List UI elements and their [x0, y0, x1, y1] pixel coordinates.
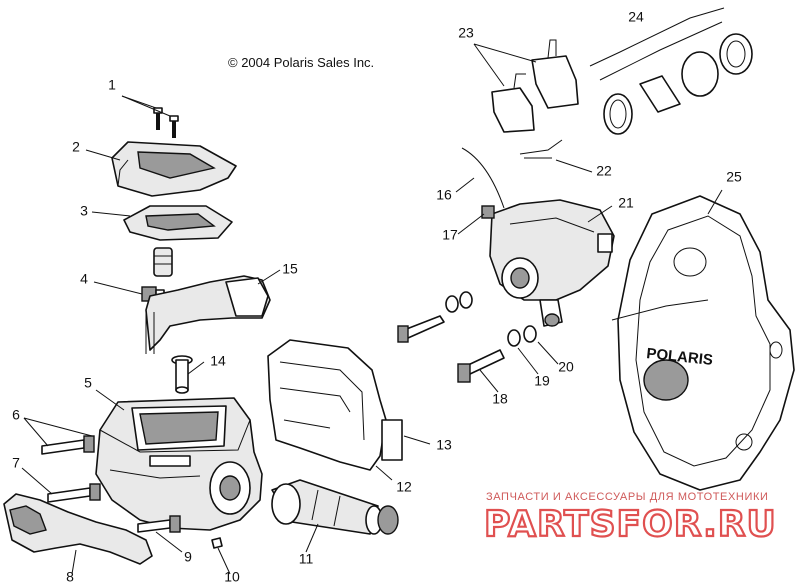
cover-screws [153, 107, 179, 138]
callout-25: 25 [726, 169, 742, 185]
watermark-brand: PARTSFOR.RU [484, 504, 777, 545]
callout-17: 17 [442, 227, 458, 243]
callout-15: 15 [282, 261, 298, 277]
callout-13: 13 [436, 437, 452, 453]
callout-8: 8 [66, 569, 74, 584]
callout-9: 9 [184, 549, 192, 565]
brake-pads [491, 39, 579, 133]
callout-7: 7 [12, 455, 20, 471]
brake-hose [461, 147, 505, 209]
callout-21: 21 [618, 195, 634, 211]
lever-pivot-bolt [137, 515, 181, 533]
lever-nut [211, 537, 223, 549]
handlebar-sleeve [271, 479, 399, 535]
brake-lever [3, 493, 153, 565]
reservoir-cover [111, 141, 237, 197]
bleeder-screw [481, 205, 495, 219]
caliper-mount-bolt-lower [457, 349, 505, 383]
pad-retaining-clip [519, 139, 563, 159]
piston-spring [153, 247, 173, 277]
reservoir-diaphragm [123, 205, 233, 241]
callout-1: 1 [108, 77, 116, 93]
callout-16: 16 [436, 187, 452, 203]
mount-washers [445, 291, 537, 347]
callout-20: 20 [558, 359, 574, 375]
callout-23: 23 [458, 25, 474, 41]
brake-switch [145, 275, 271, 354]
clamp-bolt-lower [47, 483, 101, 503]
callout-6: 6 [12, 407, 20, 423]
caliper-seals [603, 33, 753, 135]
callout-10: 10 [224, 569, 240, 584]
watermark: ЗАПЧАСТИ И АКСЕССУАРЫ ДЛЯ МОТОТЕХНИКИ PA… [483, 491, 777, 546]
caliper-mount-bolt-upper [397, 315, 445, 343]
pivot-pin [171, 355, 193, 394]
polaris-cover-logo: POLARIS [646, 345, 714, 369]
master-cylinder-body [95, 397, 263, 531]
brake-caliper [489, 199, 615, 327]
callout-5: 5 [84, 375, 92, 391]
callout-numbers: 1 2 3 4 5 6 7 8 9 10 11 12 13 14 15 16 1… [12, 9, 742, 584]
switch-housing [267, 339, 403, 471]
callout-4: 4 [80, 271, 88, 287]
copyright-text: © 2004 Polaris Sales Inc. [228, 55, 374, 70]
watermark-tagline: ЗАПЧАСТИ И АКСЕССУАРЫ ДЛЯ МОТОТЕХНИКИ [486, 491, 768, 503]
callout-12: 12 [396, 479, 412, 495]
chaincase-cover: POLARIS [617, 195, 795, 491]
callout-19: 19 [534, 373, 550, 389]
callout-3: 3 [80, 203, 88, 219]
clamp-bolt-upper [41, 435, 95, 455]
callout-14: 14 [210, 353, 226, 369]
callout-2: 2 [72, 139, 80, 155]
callout-24: 24 [628, 9, 644, 25]
callout-22: 22 [596, 163, 612, 179]
callout-18: 18 [492, 391, 508, 407]
leader-lines [21, 7, 725, 575]
callout-11: 11 [299, 551, 314, 567]
